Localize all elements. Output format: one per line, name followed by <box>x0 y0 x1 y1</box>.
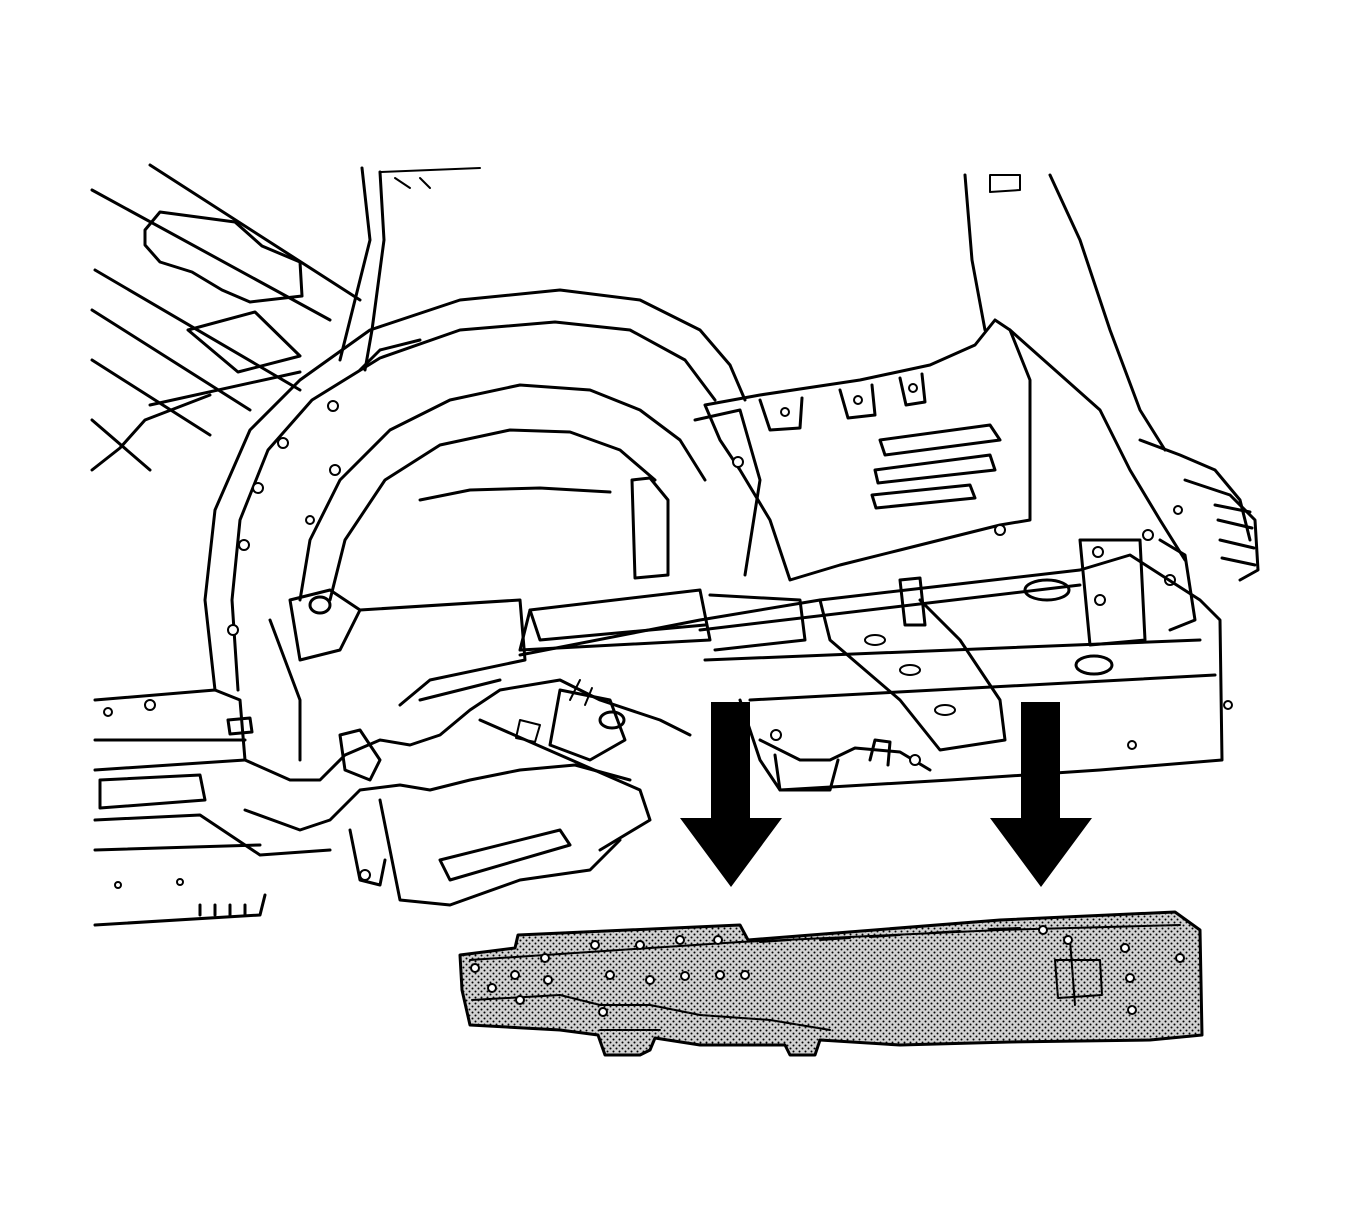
bolt-hole <box>715 970 725 980</box>
bolt-hole <box>252 482 264 494</box>
bolt-hole <box>1094 594 1106 606</box>
down-arrow-icon <box>680 702 782 887</box>
bolt-hole <box>1063 935 1073 945</box>
bolt-hole <box>994 524 1006 536</box>
bolt-hole <box>510 970 520 980</box>
bolt-hole <box>590 940 600 950</box>
bolt-hole <box>1127 1005 1137 1015</box>
quarter-inner-panel <box>703 318 1032 582</box>
bolt-hole <box>1127 740 1137 750</box>
bolt-hole <box>675 935 685 945</box>
bolt-hole <box>329 464 341 476</box>
rear-floor-rail <box>518 538 1233 792</box>
bolt-hole <box>238 539 250 551</box>
bolt-hole <box>114 881 122 889</box>
bolt-hole <box>470 963 480 973</box>
wheelhouse-inner <box>298 383 762 602</box>
bolt-hole <box>1092 546 1104 558</box>
down-arrow-icon <box>990 702 1092 887</box>
removal-arrows <box>680 702 1092 887</box>
suspension-link <box>243 618 692 907</box>
floor-pan-panel <box>90 163 362 472</box>
bolt-hole <box>740 970 750 980</box>
rear-pillar <box>338 166 1167 452</box>
wheelhouse-outer-arch <box>203 288 747 692</box>
bolt-hole <box>605 970 615 980</box>
bolt-hole <box>645 975 655 985</box>
bolt-hole <box>635 940 645 950</box>
bolt-hole <box>103 707 113 717</box>
bolt-hole <box>327 400 339 412</box>
bolt-hole <box>543 975 553 985</box>
bolt-hole <box>1038 925 1048 935</box>
bolt-hole <box>909 754 921 766</box>
bolt-hole <box>487 983 497 993</box>
bolt-hole <box>227 624 239 636</box>
bolt-hole <box>1142 529 1154 541</box>
bolt-hole <box>680 971 690 981</box>
bolt-hole <box>1173 505 1183 515</box>
bolt-hole <box>1125 973 1135 983</box>
bolt-hole <box>305 515 315 525</box>
removed-rail-section <box>458 910 1204 1057</box>
bolt-hole <box>144 699 156 711</box>
bolt-hole <box>1175 953 1185 963</box>
bolt-hole <box>732 456 744 468</box>
bolt-hole <box>780 407 790 417</box>
bolt-hole <box>540 953 550 963</box>
rocker-sill <box>93 688 332 927</box>
bolt-hole <box>598 1007 608 1017</box>
bolt-hole <box>359 869 371 881</box>
bolt-hole <box>176 878 184 886</box>
bolt-hole <box>853 395 863 405</box>
bolt-hole <box>1223 700 1233 710</box>
crossmember-bracket <box>288 588 807 707</box>
bolt-hole <box>908 383 918 393</box>
bolt-hole <box>713 935 723 945</box>
bolt-hole <box>515 995 525 1005</box>
rear-end-panel <box>1008 328 1260 632</box>
bolt-hole <box>1120 943 1130 953</box>
bolt-hole <box>277 437 289 449</box>
bolt-hole <box>770 729 782 741</box>
